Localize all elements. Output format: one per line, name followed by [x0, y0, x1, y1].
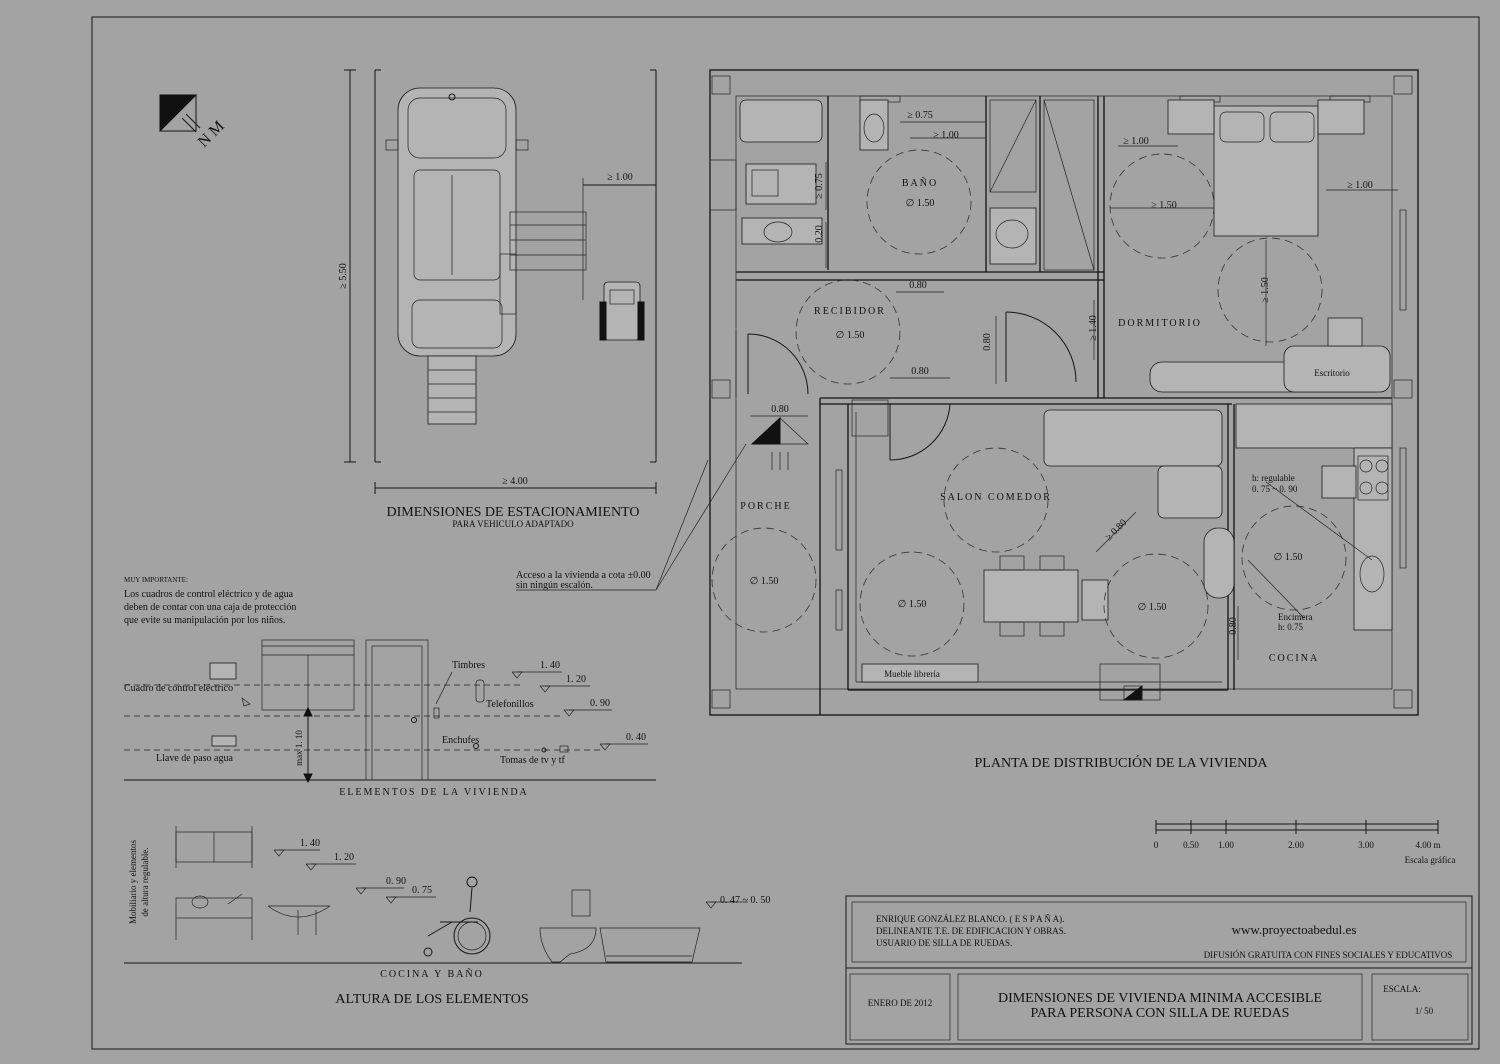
date-label: ENERO DE 2012 [868, 998, 933, 1008]
max-label: max 1. 10 [294, 730, 304, 766]
scale-tick-2: 1.00 [1218, 840, 1234, 850]
dim-080-b: 0.80 [911, 366, 929, 377]
encimera-label: Encimera [1278, 612, 1312, 622]
encimera-h: h: 0.75 [1278, 622, 1304, 632]
note-line-3: que evite su manipulación por los niños. [124, 615, 285, 626]
scale-tick-1: 0.50 [1183, 840, 1199, 850]
circle-recibidor: ∅ 1.50 [836, 330, 865, 341]
parking-diagram [344, 69, 657, 494]
circle-salon-1: ∅ 1.50 [898, 599, 927, 610]
dim-020: 0.20 [814, 225, 825, 243]
parking-title: DIMENSIONES DE ESTACIONAMIENTO [387, 505, 640, 520]
h-range: 0. 75 ~ 0. 90 [1252, 484, 1298, 494]
author-line-2: DELINEANTE T.E. DE EDIFICACION Y OBRAS. [876, 926, 1066, 936]
note-line-2: deben de contar con una caja de protecci… [124, 602, 296, 613]
dim-075-vertical: ≥ 0.75 [814, 173, 825, 199]
elements-040: 0. 40 [626, 732, 646, 743]
parking-length-label: ≥ 5.50 [338, 263, 349, 289]
elements-140: 1. 40 [540, 660, 560, 671]
kb-120: 1. 20 [334, 852, 354, 863]
tomas-label: Tomas de tv y tf [500, 755, 566, 766]
north-arrow-icon [159, 94, 201, 133]
room-dormitorio: DORMITORIO [1118, 318, 1202, 329]
north-label: N M [195, 118, 228, 151]
room-salon: SALON COMEDOR [940, 492, 1052, 503]
elements-title: ELEMENTOS DE LA VIVIENDA [339, 787, 529, 798]
plan-title: PLANTA DE DISTRIBUCIÓN DE LA VIVIENDA [975, 754, 1269, 771]
room-cocina: COCINA [1269, 653, 1319, 664]
wheelchair-user-icon [423, 876, 491, 957]
kb-090: 0. 90 [386, 876, 406, 887]
scale-tick-0: 0 [1154, 840, 1159, 850]
scale-value: 1/ 50 [1415, 1006, 1434, 1016]
scale-title: ESCALA: [1383, 984, 1421, 994]
floor-plan [516, 69, 1419, 716]
telefonillos-label: Telefonillos [486, 699, 534, 710]
elements-090: 0. 90 [590, 698, 610, 709]
dim-140: ≥ 1.40 [1088, 315, 1099, 341]
kb-side-label-1: Mobiliario y elementos [128, 840, 138, 924]
timbres-label: Timbres [452, 660, 485, 671]
room-porche: PORCHE [740, 501, 791, 512]
parking-side-label: ≥ 1.00 [607, 172, 633, 183]
dim-080-d: 0.80 [982, 333, 993, 351]
main-title-2: PARA PERSONA CON SILLA DE RUEDAS [1031, 1006, 1290, 1021]
access-marker-icon [750, 416, 809, 470]
scale-label: Escala gráfica [1405, 855, 1456, 865]
author-line-3: USUARIO DE SILLA DE RUEDAS. [876, 938, 1012, 948]
dim-100-bed: ≥ 1.00 [1123, 136, 1149, 147]
mueble-label: Mueble librería [884, 669, 940, 679]
parking-width-label: ≥ 4.00 [502, 476, 528, 487]
dim-150-bed-h: ≥ 1.50 [1151, 200, 1177, 211]
title-block [845, 895, 1473, 1045]
dim-080-e: ≥ 0.80 [1103, 517, 1129, 543]
sheet-frame [91, 16, 1480, 1050]
dim-080-c: 0.80 [771, 404, 789, 415]
dim-080-f: 0.80 [1228, 617, 1239, 635]
scale-tick-5: 4.00 m [1415, 840, 1440, 850]
kb-side-label-2: de altura regulable. [140, 847, 150, 916]
note-line-1: Los cuadros de control eléctrico y de ag… [124, 589, 294, 600]
room-bano: BAÑO [902, 177, 938, 189]
scale-bar [1155, 820, 1439, 834]
circle-porche: ∅ 1.50 [750, 576, 779, 587]
kb-047: 0. 47 ~ 0. 50 [720, 895, 770, 906]
dim-100-bath: ≥ 1.00 [933, 130, 959, 141]
circle-bano: ∅ 1.50 [906, 198, 935, 209]
llave-label: Llave de paso agua [156, 753, 233, 764]
enchufes-label: Enchufes [442, 735, 479, 746]
kb-075: 0. 75 [412, 885, 432, 896]
room-recibidor: RECIBIDOR [814, 306, 886, 317]
website-link[interactable]: www.proyectoabedul.es [1232, 922, 1357, 937]
kitchen-bath-heights-diagram [124, 826, 748, 964]
elements-120: 1. 20 [566, 674, 586, 685]
dim-080-a: 0.80 [909, 280, 927, 291]
wheelchair-icon [745, 163, 1363, 621]
parking-subtitle: PARA VEHICULO ADAPTADO [452, 519, 574, 529]
household-elements-diagram [124, 639, 656, 784]
h-regulable: h: regulable [1252, 473, 1295, 483]
dim-100-bed-r: ≥ 1.00 [1347, 180, 1373, 191]
scale-tick-4: 3.00 [1358, 840, 1374, 850]
dissemination-note: DIFUSIÓN GRATUITA CON FINES SOCIALES Y E… [1204, 950, 1453, 960]
dim-075-bath: ≥ 0.75 [907, 110, 933, 121]
circle-salon-2: ∅ 1.50 [1138, 602, 1167, 613]
escritorio-label: Escritorio [1314, 368, 1350, 378]
access-note-1: Acceso a la vivienda a cota ±0.00 [516, 570, 651, 581]
wheelchair-icon [599, 281, 645, 341]
heights-title: ALTURA DE LOS ELEMENTOS [335, 992, 528, 1007]
kb-title: COCINA Y BAÑO [380, 968, 484, 980]
author-line-1: ENRIQUE GONZÁLEZ BLANCO. ( E S P A Ñ A). [876, 914, 1064, 924]
scale-tick-3: 2.00 [1288, 840, 1304, 850]
note-heading: MUY IMPORTANTE: [124, 576, 188, 584]
main-title-1: DIMENSIONES DE VIVIENDA MINIMA ACCESIBLE [998, 991, 1322, 1006]
cuadro-label: Cuadro de control eléctrico [124, 683, 233, 694]
kb-140: 1. 40 [300, 838, 320, 849]
dim-150-bed-v: ≥ 1.50 [1260, 277, 1271, 303]
circle-cocina: ∅ 1.50 [1274, 552, 1303, 563]
access-note-2: sin ningún escalón. [516, 580, 593, 591]
